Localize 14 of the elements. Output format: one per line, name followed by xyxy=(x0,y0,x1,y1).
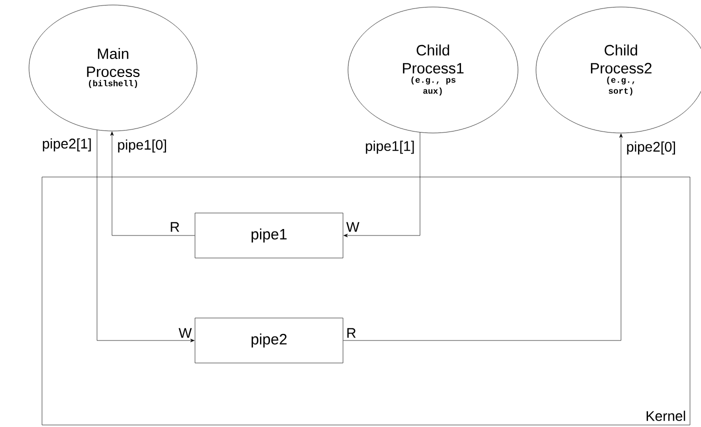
pipe-end-label: pipe1[1] xyxy=(366,140,414,154)
pipe-end-label: pipe2[0] xyxy=(627,141,675,155)
connector-arrow xyxy=(110,132,195,236)
pipe-box: pipe1 xyxy=(194,212,344,258)
port-label: W xyxy=(346,222,360,232)
connector-arrow xyxy=(344,132,420,238)
port-label: W xyxy=(178,328,192,338)
port-label: R xyxy=(170,222,180,232)
pipe-end-label: pipe2[1] xyxy=(42,138,91,152)
port-label: R xyxy=(347,328,356,338)
connector-arrow xyxy=(96,130,194,342)
pipe-box: pipe2 xyxy=(194,318,344,364)
connector-arrow xyxy=(343,134,623,341)
pipe-end-label: pipe1[0] xyxy=(118,139,166,152)
